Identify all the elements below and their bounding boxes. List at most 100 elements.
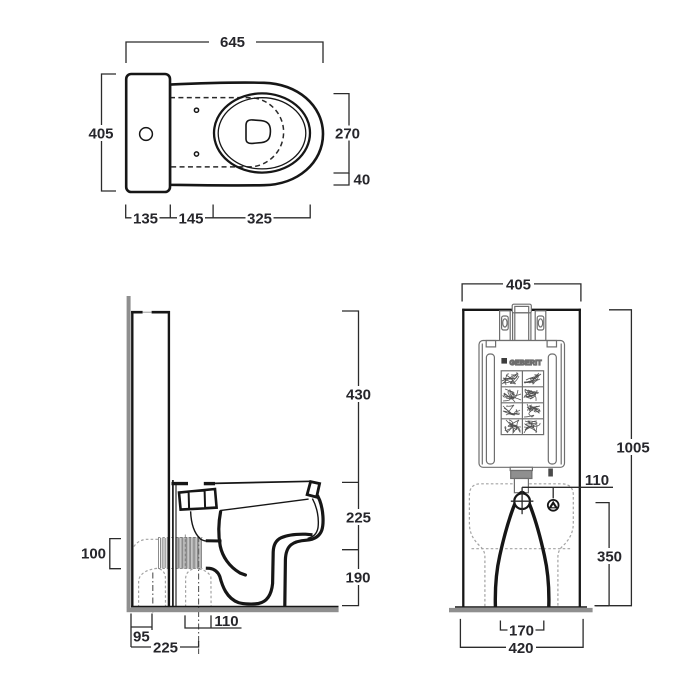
dim-label: 430: [346, 387, 371, 404]
drawing-stroke: [342, 481, 359, 551]
pictogram-stroke: [525, 391, 533, 399]
drawing-stroke: [125, 204, 311, 219]
drawing-stroke: [198, 568, 212, 607]
drawing-stroke: [130, 613, 153, 647]
dim-outlet-far: 225: [131, 639, 200, 656]
bowl-rim-inner: [217, 97, 307, 170]
pictogram-stroke: [527, 404, 541, 412]
drawing-stroke: [612, 439, 654, 455]
instruction-grid: [500, 370, 545, 436]
dim-outlet-near: 95: [130, 613, 153, 647]
floor-section-side: [126, 607, 339, 613]
pictogram-stroke: [524, 389, 538, 400]
dim-label: 100: [81, 545, 106, 562]
outlet-plan: [245, 119, 272, 145]
dim-supply-height: 350: [593, 501, 626, 607]
pictogram-stroke: [526, 403, 534, 412]
pictogram-stroke: [524, 373, 542, 384]
drawing-stroke: [185, 568, 193, 607]
floor-section-rear: [449, 607, 593, 613]
drawing-stroke: [548, 500, 559, 509]
dim-label: 270: [335, 125, 360, 142]
drawing-stroke: [485, 353, 495, 465]
dim-label: 405: [506, 276, 531, 293]
pictogram-stroke: [513, 409, 521, 415]
pictogram-stroke: [523, 389, 539, 399]
dim-label: 645: [220, 34, 245, 51]
seat-hinge-hole: [193, 107, 200, 114]
drawing-stroke: [551, 504, 555, 508]
drawing-stroke: [502, 318, 508, 328]
side-view: 430 225 190 100 110 95 225: [81, 296, 375, 656]
drawing-stroke: [217, 510, 247, 577]
drawing-stroke: [342, 509, 375, 525]
drawing-stroke: [548, 468, 553, 477]
drawing-stroke: [522, 486, 613, 499]
drawing-stroke: [595, 501, 610, 607]
drawing-stroke: [138, 567, 158, 607]
dim-label: 145: [178, 210, 203, 227]
drawing-stroke: [213, 480, 312, 485]
pictogram-stroke: [506, 423, 522, 434]
pictogram-stroke: [528, 405, 541, 413]
drawing-stroke: [593, 548, 626, 564]
drawing-stroke: [307, 498, 320, 540]
pictogram-stroke: [501, 373, 513, 382]
brand-logo: GEBERIT: [501, 358, 543, 367]
dim-rim-offset: 40: [333, 172, 370, 189]
drawing-stroke: [333, 173, 350, 186]
dim-label: 170: [509, 622, 534, 639]
drawing-stroke: [342, 569, 375, 585]
drawing-stroke: [547, 353, 557, 465]
dim-label: 350: [597, 549, 622, 566]
top-view: 645 405 270 40 135 145 325: [86, 34, 370, 227]
dim-overall-width: 645: [125, 34, 324, 63]
drawing-stroke: [184, 615, 242, 629]
drawing-stroke: [331, 125, 365, 141]
dim-side-right-chain: 430 225 190: [342, 310, 375, 607]
brand-logo-icon: [501, 358, 507, 364]
dim-label: 420: [508, 640, 533, 657]
drawing-stroke: [514, 305, 530, 314]
dim-label: 95: [133, 629, 150, 646]
pictogram-stroke: [508, 423, 521, 434]
dim-label: 325: [247, 210, 272, 227]
drawing-stroke: [187, 489, 207, 510]
pictogram-stroke: [509, 388, 522, 398]
cistern-plan: [124, 72, 172, 194]
drawing-stroke: [510, 469, 533, 480]
drawing-stroke: [546, 339, 558, 348]
dim-label: 110: [585, 472, 609, 489]
drawing-stroke: [169, 204, 214, 218]
rear-view: GEBERIT: [449, 276, 654, 657]
dim-label: 190: [345, 570, 370, 587]
pictogram-stroke: [502, 372, 519, 386]
drawing-stroke: [86, 125, 116, 141]
bowl-profile-side: [171, 479, 325, 607]
drawing-stroke: [177, 210, 205, 226]
pictogram-stroke: [502, 404, 515, 412]
dim-outlet-diameter: 110: [184, 613, 242, 630]
dim-label: 405: [88, 126, 113, 143]
drawing-stroke: [507, 622, 536, 638]
outlet-pipe-hatch: [158, 537, 203, 569]
installation-panel-side: [131, 310, 177, 606]
drawing-stroke: [342, 310, 360, 607]
dim-label: 135: [133, 210, 158, 227]
dim-supply-offset: 110: [522, 472, 613, 499]
dim-bowl-width: 270: [331, 92, 365, 174]
dim-total-height: 1005: [594, 309, 654, 607]
drawing-stroke: [159, 568, 167, 607]
water-supply-symbol: [510, 487, 534, 515]
drawing-stroke: [485, 339, 497, 348]
dim-label: 225: [346, 510, 371, 527]
dim-label: 1005: [616, 440, 649, 457]
drawing-stroke: [503, 276, 534, 292]
dim-label: 225: [153, 639, 178, 656]
drain-symbol: [546, 498, 560, 512]
drawing-stroke: [109, 537, 121, 570]
brand-label: GEBERIT: [510, 360, 543, 367]
pictogram-stroke: [502, 388, 515, 400]
